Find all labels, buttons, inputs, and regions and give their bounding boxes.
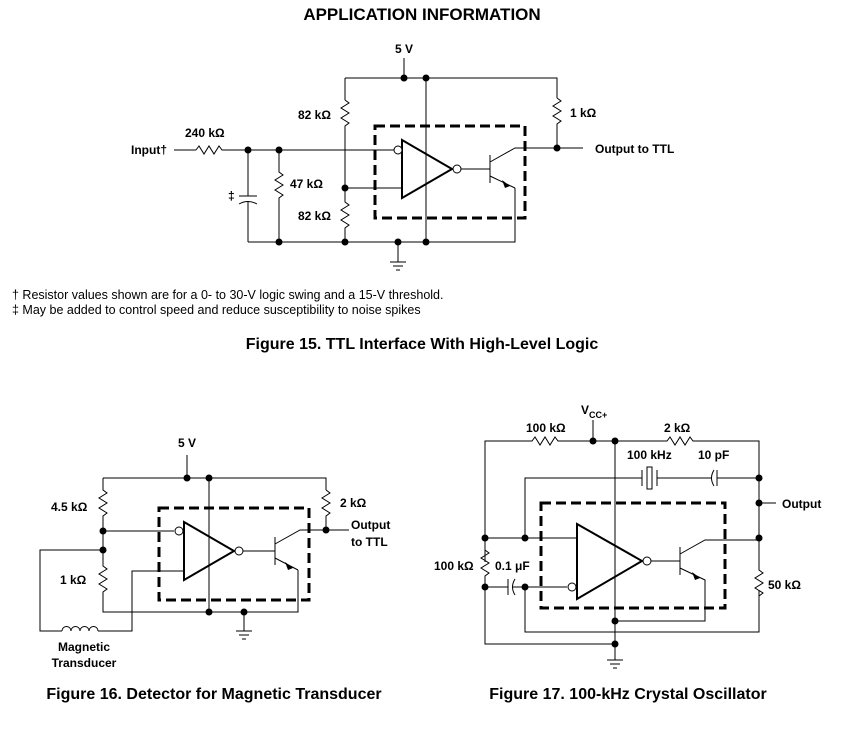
fig16-supply-label: 5 V xyxy=(178,436,196,450)
fig16-r-top-label: 4.5 kΩ xyxy=(51,500,88,514)
resistor-50k xyxy=(754,538,764,632)
fig17-output-label: Output xyxy=(782,497,821,511)
transistor-icon xyxy=(243,529,349,571)
resistor-82k-top xyxy=(340,99,350,188)
output-bubble xyxy=(234,546,244,556)
capacitor-01uf-curved-plate xyxy=(512,578,516,596)
inverting-input-bubble xyxy=(567,582,577,592)
fig15-note-double-dagger: ‡ May be added to control speed and redu… xyxy=(12,303,421,317)
junction-dot xyxy=(275,238,283,246)
comparator-icon xyxy=(401,138,454,200)
fig16-output-label-2: to TTL xyxy=(351,535,388,549)
fig17-cap-top-label: 10 pF xyxy=(698,448,729,462)
junction-dot xyxy=(322,526,330,534)
fig17-crystal-label: 100 kHz xyxy=(627,448,672,462)
fig17-caption: Figure 17. 100-kHz Crystal Oscillator xyxy=(489,686,766,703)
fig16-transducer-label-1: Magnetic xyxy=(58,640,110,654)
resistor-4k5 xyxy=(98,478,108,531)
comparator-package-outline xyxy=(373,124,527,220)
resistor-82k-bottom xyxy=(340,188,350,242)
fig15-supply-label: 5 V xyxy=(395,42,413,56)
comparator-package-outline xyxy=(539,501,727,610)
output-bubble xyxy=(452,164,462,174)
resistor-100k-left xyxy=(480,538,615,645)
fig16-transducer-label-2: Transducer xyxy=(52,656,117,670)
fig16-r-bottom-label: 1 kΩ xyxy=(60,573,87,587)
output-bubble xyxy=(642,556,652,566)
fig15-r-mid-label: 47 kΩ xyxy=(290,177,323,191)
resistor-1k xyxy=(552,97,562,148)
figure-16-circuit: 5 V 4.5 kΩ 1 kΩ Magnetic Transducer xyxy=(39,436,390,670)
inductor-icon xyxy=(61,626,99,632)
ground-icon xyxy=(236,612,252,640)
resistor-47k xyxy=(274,150,284,242)
fig15-r-top-label: 82 kΩ xyxy=(298,108,331,122)
junction-dot xyxy=(611,640,619,648)
crystal-icon xyxy=(641,466,658,490)
fig17-cap-left-label: 0.1 μF xyxy=(495,559,530,573)
resistor-2k xyxy=(321,489,331,530)
fig15-r-input-label: 240 kΩ xyxy=(185,126,225,140)
fig17-r-top-right-label: 2 kΩ xyxy=(664,421,691,435)
comparator-icon xyxy=(183,520,236,582)
fig17-supply-label: VCC+ xyxy=(581,403,607,420)
junction-dot xyxy=(341,238,349,246)
junction-dot xyxy=(183,474,191,482)
figure-15-circuit: 5 V 82 kΩ 82 kΩ Input† 240 kΩ ‡ 47 kΩ xyxy=(131,42,674,271)
fig17-r-left-label: 100 kΩ xyxy=(434,559,474,573)
transistor-icon xyxy=(461,147,557,189)
capacitor-plate-curved xyxy=(238,201,258,205)
ground-icon xyxy=(390,242,406,271)
ground-icon xyxy=(607,659,623,669)
junction-dot xyxy=(589,437,597,445)
figure-17-circuit: VCC+ 100 kΩ 2 kΩ 100 kHz 10 pF Output 10… xyxy=(434,403,821,669)
fig15-input-label: Input† xyxy=(131,143,167,157)
fig15-r-pullup-label: 1 kΩ xyxy=(570,106,597,120)
junction-dot xyxy=(755,474,763,482)
junction-dot xyxy=(521,534,529,542)
page-heading: APPLICATION INFORMATION xyxy=(303,5,540,24)
inverting-input-bubble xyxy=(174,526,184,536)
resistor-240k xyxy=(195,145,248,155)
fig15-output-label: Output to TTL xyxy=(595,142,674,156)
resistor-1k-divider xyxy=(98,531,299,613)
comparator-icon xyxy=(576,522,645,601)
comparator-package-outline xyxy=(157,506,311,602)
fig16-r-pullup-label: 2 kΩ xyxy=(340,496,367,510)
junction-dot xyxy=(400,74,408,82)
fig17-r-left-top-label: 100 kΩ xyxy=(526,421,566,435)
junction-dot xyxy=(205,608,213,616)
transistor-icon xyxy=(615,539,759,622)
fig16-output-label-1: Output xyxy=(351,518,390,532)
fig15-note-dagger: † Resistor values shown are for a 0- to … xyxy=(12,288,443,302)
capacitor-10pf-curved-plate xyxy=(711,469,715,487)
fig16-caption: Figure 16. Detector for Magnetic Transdu… xyxy=(46,686,381,703)
fig15-r-bottom-label: 82 kΩ xyxy=(298,209,331,223)
fig17-r-right-label: 50 kΩ xyxy=(768,578,801,592)
fig15-caption: Figure 15. TTL Interface With High-Level… xyxy=(246,336,599,353)
inverting-input-bubble xyxy=(393,145,403,155)
fig15-cap-marker: ‡ xyxy=(228,189,235,203)
